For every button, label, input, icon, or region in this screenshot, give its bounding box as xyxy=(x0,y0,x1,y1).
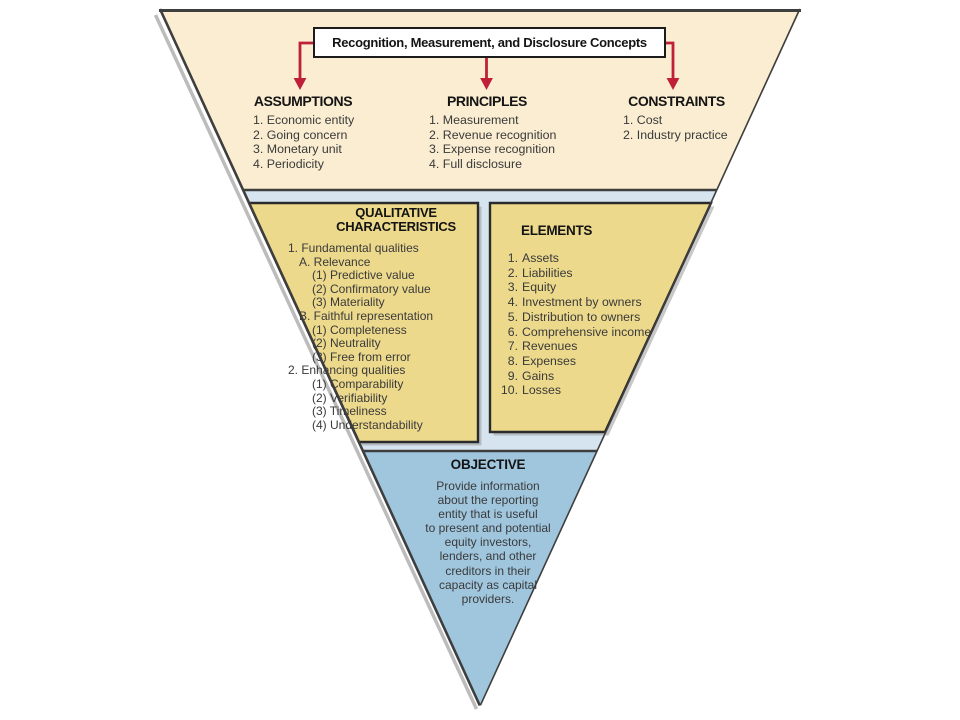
list-item: 3. Monetary unit xyxy=(253,142,342,157)
list-item: A. Relevance xyxy=(299,254,371,269)
list-item: (1) Completeness xyxy=(312,322,407,337)
arrow-to-principles xyxy=(480,57,493,90)
list-item: 1.Assets xyxy=(507,251,559,265)
list-item: Provide information xyxy=(436,479,540,493)
list-item: 2. Going concern xyxy=(253,127,348,142)
list-item: 1. Fundamental qualities xyxy=(288,241,419,255)
objective-header: OBJECTIVE xyxy=(450,457,526,472)
list-item: QUALITATIVE xyxy=(355,205,437,220)
list-item: to present and potential xyxy=(425,521,551,536)
list-item: 2. Enhancing qualities xyxy=(288,363,406,378)
list-item: lenders, and other xyxy=(439,549,537,564)
list-item: (2) Verifiability xyxy=(312,390,388,405)
list-item: 4.Investment by owners xyxy=(507,295,642,310)
assumptions-header: ASSUMPTIONS xyxy=(253,93,353,109)
pyramid-left-shadow xyxy=(153,14,479,710)
list-item: 3.Equity xyxy=(507,280,557,295)
title-label: Recognition, Measurement, and Disclosure… xyxy=(332,35,647,50)
list-item: 3. Expense recognition xyxy=(429,142,556,157)
list-item: 4. Periodicity xyxy=(253,157,324,172)
list-item: (3) Timeliness xyxy=(312,404,387,419)
list-item: (1) Comparability xyxy=(312,376,404,391)
pyramid-right-edge xyxy=(479,8,801,706)
list-item: creditors in their xyxy=(445,563,531,578)
list-item: 1. Measurement xyxy=(429,113,519,127)
list-item: 5.Distribution to owners xyxy=(507,309,641,324)
list-item: (2) Neutrality xyxy=(312,336,381,351)
list-item: (3) Materiality xyxy=(312,295,385,310)
list-item: providers. xyxy=(461,591,515,606)
list-item: capacity as capital xyxy=(438,577,538,592)
arrow-to-assumptions xyxy=(293,41,315,90)
principles-header: PRINCIPLES xyxy=(446,93,527,109)
list-item: 1. Cost xyxy=(623,113,663,127)
tier-objective-background xyxy=(363,452,597,706)
list-item: (4) Understandability xyxy=(312,417,423,432)
list-item: 1. Economic entity xyxy=(253,113,355,127)
list-item: 9.Gains xyxy=(507,368,555,383)
arrow-to-constraints xyxy=(664,41,680,90)
elements-header: ELEMENTS xyxy=(521,223,593,238)
list-item: 7.Revenues xyxy=(507,339,578,354)
constraints-header: CONSTRAINTS xyxy=(628,93,725,109)
list-item: entity that is useful xyxy=(438,507,538,522)
list-item: 8.Expenses xyxy=(507,353,577,368)
list-item: 2.Liabilities xyxy=(507,265,573,280)
list-item: equity investors, xyxy=(444,535,532,550)
list-item: 2. Industry practice xyxy=(623,127,728,142)
pyramid-left-edge xyxy=(158,8,481,707)
list-item: (3) Free from error xyxy=(312,349,411,364)
list-item: 4. Full disclosure xyxy=(429,157,522,172)
list-item: B. Faithful representation xyxy=(299,308,434,323)
list-item: about the reporting xyxy=(437,493,539,508)
title-box: Recognition, Measurement, and Disclosure… xyxy=(313,27,666,58)
list-item: 2. Revenue recognition xyxy=(429,127,557,142)
list-item: (1) Predictive value xyxy=(312,268,415,283)
list-item: CHARACTERISTICS xyxy=(336,219,456,234)
list-item: 6.Comprehensive income xyxy=(507,324,652,339)
list-item: 10.Losses xyxy=(500,383,561,398)
list-item: (2) Confirmatory value xyxy=(312,281,431,296)
